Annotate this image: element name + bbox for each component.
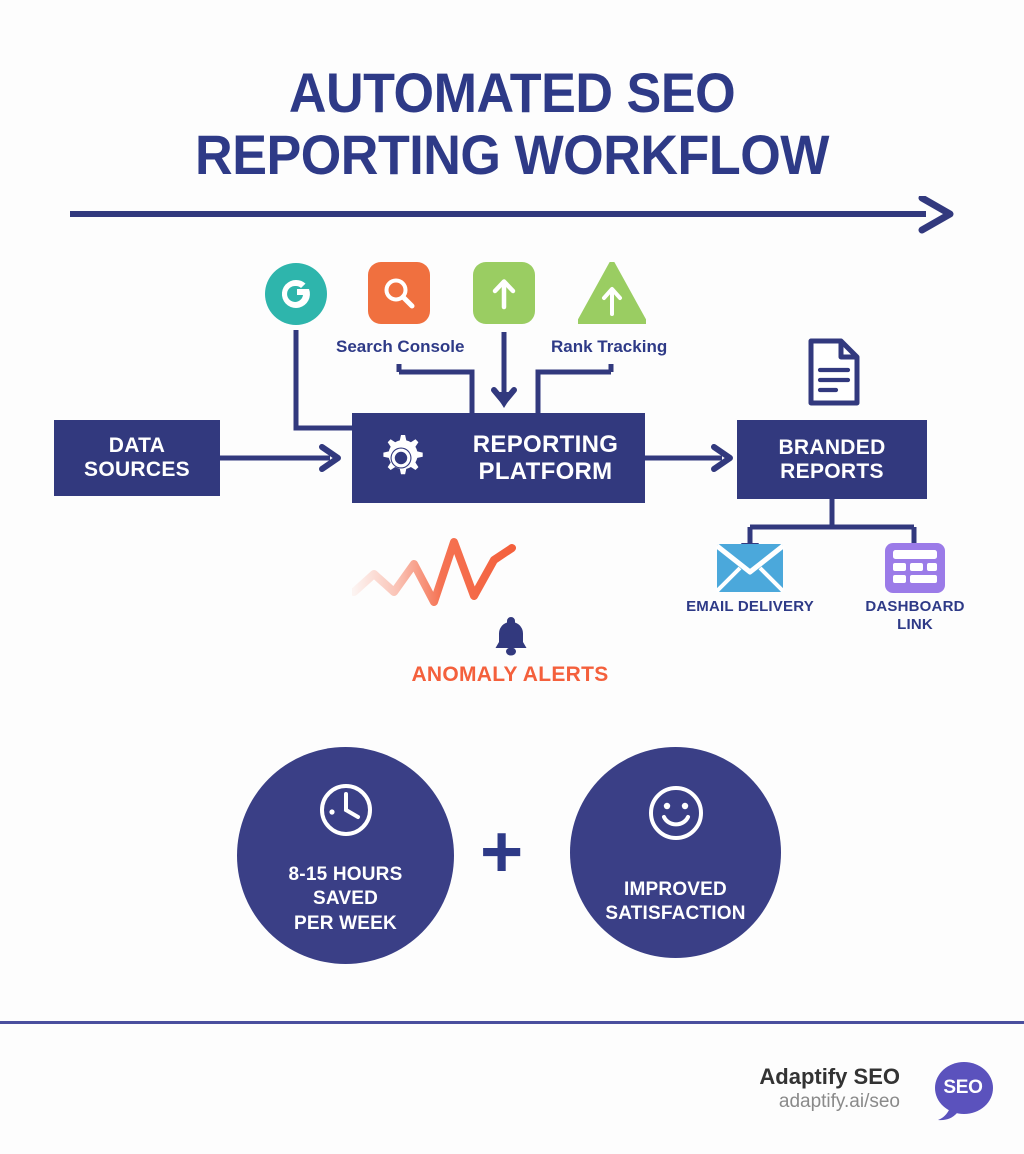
title-line-2: REPORTING WORKFLOW — [195, 123, 829, 186]
stat-satisfaction-text: IMPROVED SATISFACTION — [605, 878, 745, 927]
page-title: AUTOMATED SEO REPORTING WORKFLOW — [36, 62, 988, 186]
label-search-console: Search Console — [336, 337, 465, 356]
title-line-1: AUTOMATED SEO — [288, 61, 736, 124]
brand-logo-text: SEO — [943, 1077, 983, 1098]
magnifier-glyph — [384, 278, 415, 309]
brand-url: adaptify.ai/seo — [778, 1091, 900, 1112]
trend-up-triangle-icon[interactable] — [578, 262, 646, 324]
hours-saved-line-3: PER WEEK — [294, 912, 397, 934]
stat-hours-saved[interactable]: 8-15 HOURS SAVED PER WEEK — [237, 747, 454, 964]
zigzag-line-icon — [350, 530, 527, 610]
plus-connector: + — [480, 810, 524, 893]
stat-hours-saved-text: 8-15 HOURS SAVED PER WEEK — [289, 863, 403, 936]
label-rank-tracking: Rank Tracking — [551, 337, 668, 356]
dashboard-link-line-2: LINK — [897, 616, 933, 633]
gear-icon — [374, 431, 428, 485]
speech-bubble-icon[interactable]: SEO — [932, 1060, 994, 1122]
reporting-platform-box[interactable]: REPORTING PLATFORM — [352, 413, 645, 503]
label-email-delivery: EMAIL DELIVERY — [660, 598, 840, 616]
clock-icon — [317, 781, 375, 844]
footer-divider — [0, 1021, 1024, 1024]
data-sources-box[interactable]: DATA SOURCES — [54, 420, 220, 496]
branded-reports-line-2: REPORTS — [780, 459, 884, 483]
satisfaction-line-2: SATISFACTION — [605, 903, 746, 925]
satisfaction-line-1: IMPROVED — [624, 879, 727, 900]
stat-satisfaction[interactable]: IMPROVED SATISFACTION — [570, 747, 781, 958]
anomaly-alerts-label: ANOMALY ALERTS — [411, 663, 609, 686]
data-sources-line-2: SOURCES — [84, 458, 190, 481]
triangle-glyph — [578, 262, 646, 324]
brand-name: Adaptify SEO — [759, 1064, 900, 1089]
data-sources-line-1: DATA — [108, 434, 166, 458]
envelope-icon[interactable] — [715, 543, 785, 593]
reporting-platform-line-2: PLATFORM — [478, 458, 613, 485]
up-arrow-glyph — [492, 279, 516, 310]
document-icon — [806, 338, 862, 406]
dashboard-table-icon[interactable] — [884, 542, 946, 594]
reporting-platform-line-1: REPORTING — [472, 430, 619, 458]
branded-reports-box[interactable]: BRANDED REPORTS — [737, 420, 927, 499]
label-dashboard-link: DASHBOARD LINK — [835, 598, 995, 634]
smiley-icon — [646, 783, 706, 848]
bell-icon — [492, 615, 530, 657]
email-delivery-line-1: EMAIL DELIVERY — [686, 598, 814, 615]
hours-saved-line-2: SAVED — [312, 888, 379, 910]
hours-saved-line-1: 8-15 HOURS — [288, 864, 403, 885]
arrow-up-icon[interactable] — [473, 262, 535, 324]
dashboard-link-line-1: DASHBOARD — [865, 598, 965, 615]
top-arrow-divider — [70, 194, 954, 236]
g-glyph — [281, 279, 310, 308]
search-icon[interactable] — [368, 262, 430, 324]
google-g-icon[interactable] — [265, 263, 327, 325]
branded-reports-line-1: BRANDED — [778, 435, 886, 459]
